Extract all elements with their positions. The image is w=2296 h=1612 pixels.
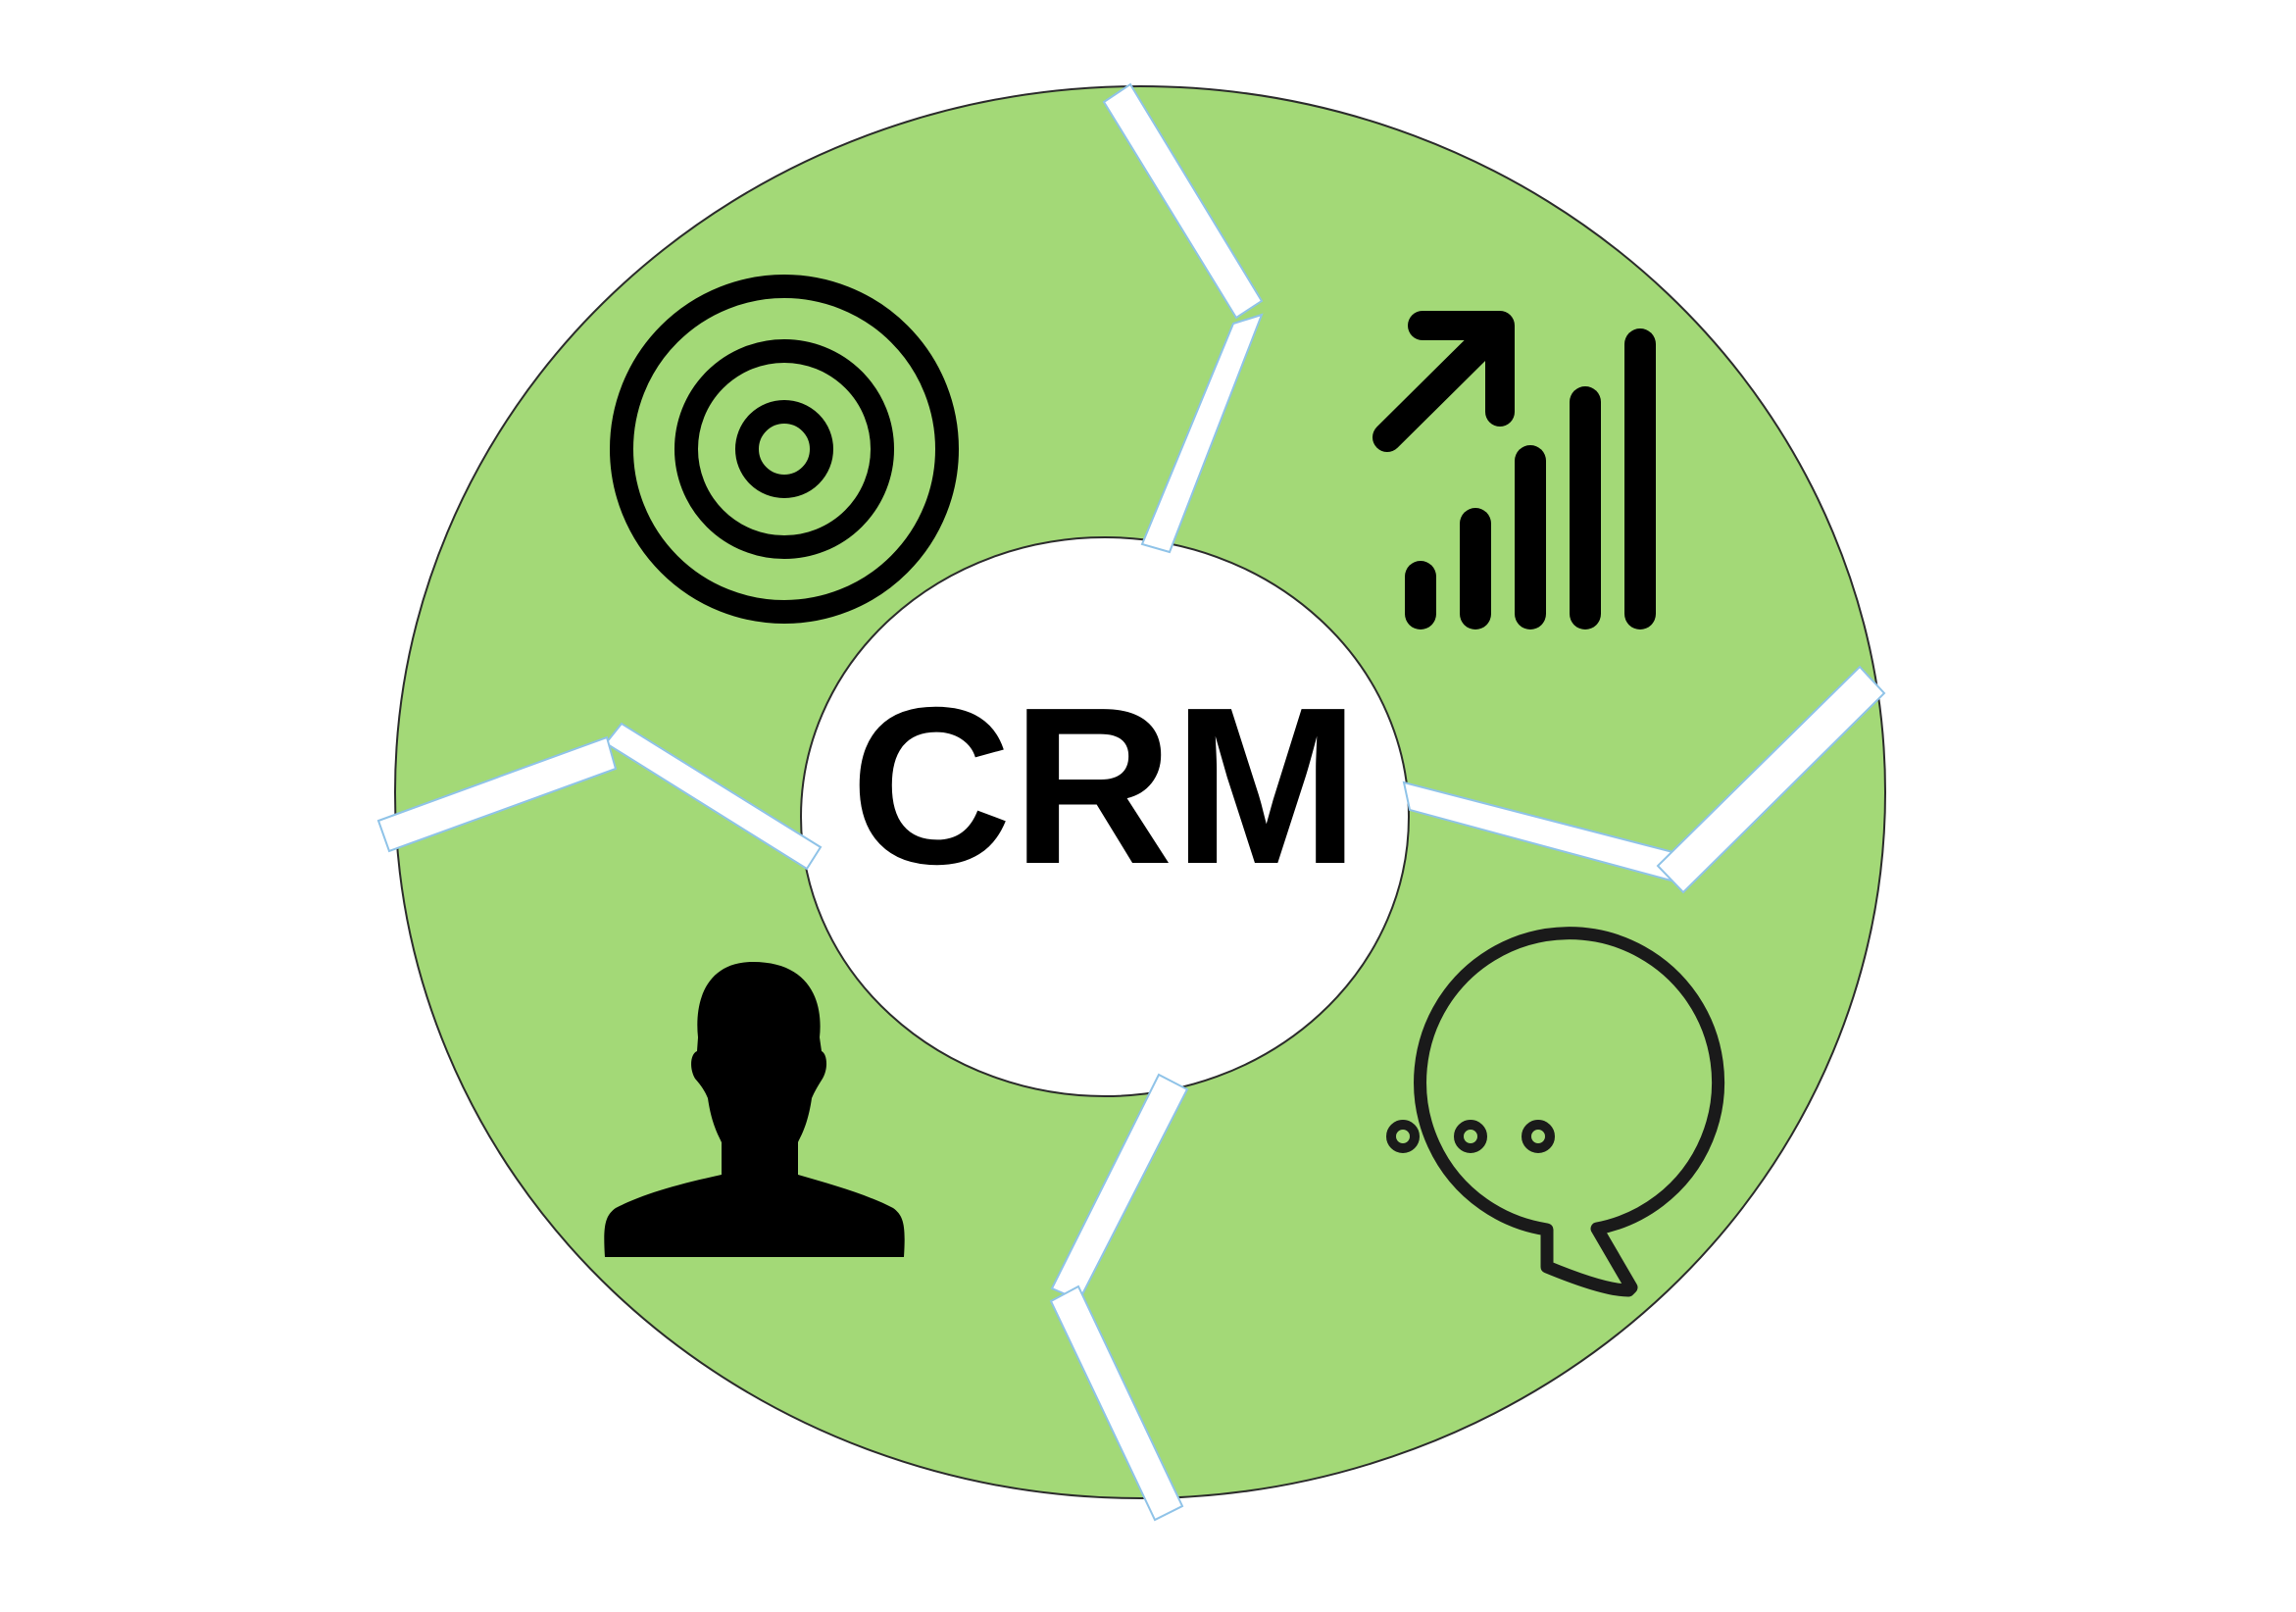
- person-icon: [604, 962, 905, 1257]
- divider-right-outer: [1656, 665, 1886, 894]
- center-disc: [800, 536, 1410, 1097]
- divider-bottom-lower: [1049, 1285, 1184, 1522]
- divider-left-outer: [376, 735, 618, 853]
- divider-top-upper: [1102, 82, 1264, 320]
- growth-chart-icon: [1373, 311, 1656, 630]
- target-icon: [610, 275, 959, 624]
- divider-left-inner: [604, 722, 823, 871]
- segment-dividers: [376, 82, 1886, 1522]
- divider-top-lower: [1140, 313, 1264, 554]
- chat-bubble-icon: [1386, 927, 1724, 1297]
- center-label: CRM: [850, 662, 1359, 911]
